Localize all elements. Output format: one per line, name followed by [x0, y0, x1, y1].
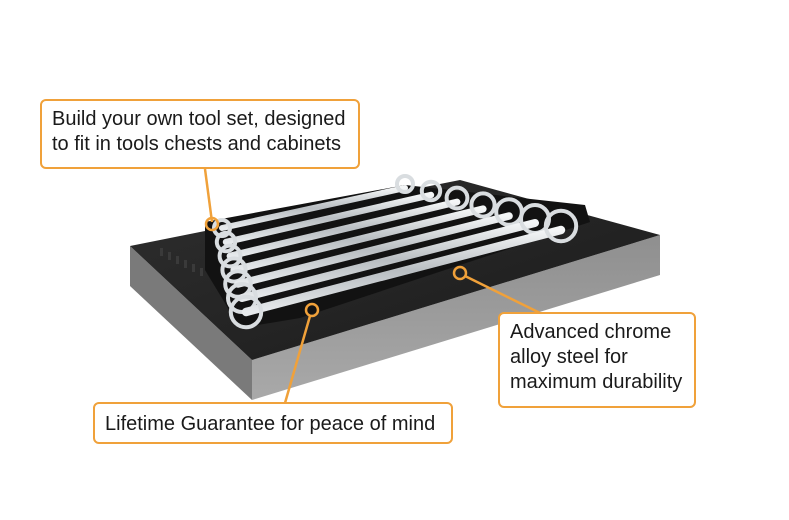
- spanner-head-left: [217, 243, 243, 269]
- foam-tray-side: [130, 246, 252, 400]
- foam-tray-front: [252, 235, 660, 400]
- spanner-head-right: [543, 208, 579, 244]
- callout-text: maximum durability: [510, 371, 683, 393]
- spanner-shaft: [238, 219, 539, 302]
- spanner-head-right: [469, 191, 497, 219]
- connector-1-dot: [204, 216, 220, 232]
- connector-3-line: [283, 315, 312, 404]
- spanner-head-left: [228, 294, 264, 330]
- callout-chrome-steel: Advanced chrome alloy steel for maximum …: [498, 312, 696, 408]
- spanner-head-right: [419, 179, 443, 203]
- spanner-shaft: [241, 225, 566, 317]
- spanner-set: [212, 174, 579, 330]
- foam-engraving: [160, 248, 203, 276]
- callout-connectors: [203, 168, 541, 404]
- connector-2-dot: [452, 265, 468, 281]
- spanner-shaft: [234, 212, 513, 288]
- spanner-shaft: [226, 198, 461, 260]
- spanner-shaft: [222, 191, 435, 246]
- callout-text: alloy steel for: [510, 346, 628, 368]
- spanner-head-right: [444, 185, 470, 211]
- callout-tool-set: Build your own tool set, designed to fit…: [40, 99, 360, 169]
- callout-guarantee: Lifetime Guarantee for peace of mind: [93, 402, 453, 444]
- spanner-head-left: [212, 218, 232, 238]
- callout-text: Build your own tool set, designed: [52, 108, 346, 130]
- spanner-head-left: [220, 256, 248, 284]
- spanner-shaft: [230, 205, 487, 274]
- connector-1-line: [203, 168, 214, 223]
- spanner-head-right: [395, 174, 415, 194]
- connector-2-line: [464, 274, 541, 315]
- callout-text: to fit in tools chests and cabinets: [52, 133, 342, 155]
- callout-text: Advanced chrome: [510, 321, 672, 343]
- callout-text: Lifetime Guarantee for peace of mind: [105, 413, 436, 435]
- connector-3-dot: [304, 302, 320, 318]
- spanner-head-left: [214, 230, 238, 254]
- spanner-shaft: [219, 185, 408, 231]
